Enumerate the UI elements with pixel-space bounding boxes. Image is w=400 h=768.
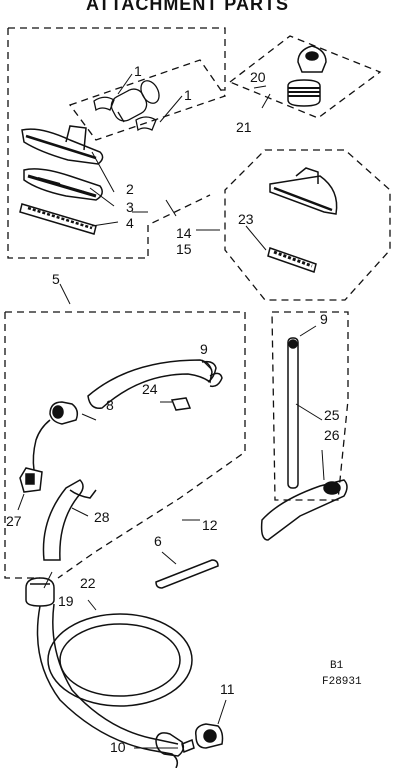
callout-12: 12: [202, 517, 218, 533]
callout-28: 28: [94, 509, 110, 525]
part-20-adapter: [287, 45, 327, 107]
callout-27: 27: [6, 513, 22, 529]
callout-1-a: 1: [134, 63, 142, 79]
group-21-box: [228, 35, 382, 119]
callout-11: 11: [220, 681, 235, 697]
callout-1-b: 1: [184, 87, 192, 103]
part-27-bracket: [19, 467, 43, 493]
callout-24: 24: [142, 381, 158, 397]
callout-5: 5: [52, 271, 60, 287]
part-23-brush-strip: [267, 247, 317, 273]
callout-9-a: 9: [200, 341, 208, 357]
callout-2: 2: [126, 181, 134, 197]
callout-3: 3: [126, 199, 134, 215]
part-24-block: [170, 397, 192, 411]
callout-15: 15: [176, 241, 192, 257]
callout-4: 4: [126, 215, 134, 231]
part-8-connector: [32, 401, 79, 471]
callout-6: 6: [154, 533, 162, 549]
group-14-dashed-box: [7, 27, 226, 259]
callout-22: 22: [80, 575, 96, 591]
part-9-hose-section: [87, 359, 217, 409]
dusting-brush: [110, 80, 160, 123]
callouts: 1 1 2 3 4 5 6 8 9 9 10 11 12 14 15 19 20…: [6, 63, 340, 755]
callout-19: 19: [58, 593, 74, 609]
callout-9-b: 9: [320, 311, 328, 327]
footer-code-line2: F28931: [322, 676, 362, 688]
callout-25: 25: [324, 407, 340, 423]
group-15-box: [224, 149, 391, 301]
part-2-floor-nozzle: [21, 125, 104, 165]
callout-21: 21: [236, 119, 252, 135]
part-15-upholstery-tool: [269, 167, 338, 215]
part-4-brush-strip: [19, 203, 97, 235]
part-1-rings: [93, 96, 157, 132]
callout-20: 20: [250, 69, 266, 85]
part-11-swivel: [155, 723, 224, 757]
wand-panel: [271, 311, 349, 501]
callout-8: 8: [106, 397, 114, 413]
group-5-dashed-box: [4, 311, 246, 579]
part-28-strap: [42, 479, 97, 561]
callout-26: 26: [324, 427, 340, 443]
callout-10: 10: [110, 739, 126, 755]
part-25-wand: [287, 337, 299, 489]
part-19-hose-end: [25, 577, 55, 607]
part-9-clip: [209, 372, 223, 388]
diagram-title: ATTACHMENT PARTS: [86, 0, 289, 14]
callout-14: 14: [176, 225, 192, 241]
brush-parts-box: [68, 59, 227, 141]
part-3-floor-tool: [23, 168, 103, 201]
part-22-hose: [36, 603, 193, 768]
part-6-handle: [155, 559, 219, 589]
part-10-clip: [181, 738, 195, 754]
callout-23: 23: [238, 211, 254, 227]
part-26-crevice-tool: [260, 479, 348, 541]
footer-code-line1: B1: [330, 660, 344, 672]
